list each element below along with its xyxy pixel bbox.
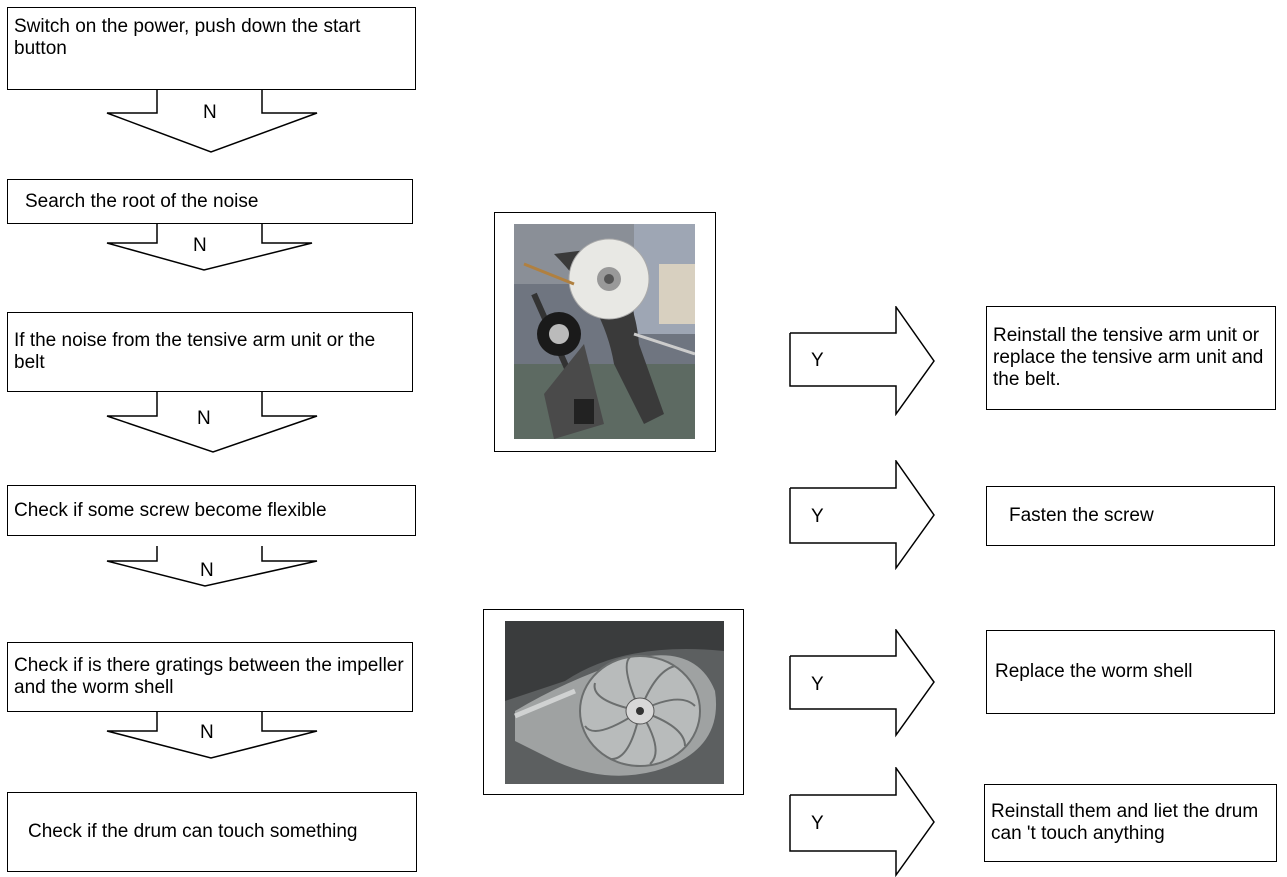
result-box-replace-worm-shell: Replace the worm shell <box>986 630 1275 714</box>
step-text: If the noise from the tensive arm unit o… <box>14 330 376 373</box>
step-box-power: Switch on the power, push down the start… <box>7 7 416 90</box>
no-label: N <box>193 235 207 256</box>
step-box-screw: Check if some screw become flexible <box>7 485 416 536</box>
photo-worm-shell <box>483 609 744 795</box>
tensive-arm-image <box>514 224 695 439</box>
result-text: Fasten the screw <box>1009 505 1154 526</box>
yes-label: Y <box>811 813 824 834</box>
down-arrow-3 <box>106 392 318 453</box>
yes-label: Y <box>811 350 824 371</box>
step-text: Check if the drum can touch something <box>28 821 358 842</box>
step-box-search: Search the root of the noise <box>7 179 413 224</box>
right-arrow-1 <box>789 306 935 416</box>
step-box-drum: Check if the drum can touch something <box>7 792 417 872</box>
result-box-reinstall-arm: Reinstall the tensive arm unit or replac… <box>986 306 1276 410</box>
result-text: Reinstall them and liet the drum can 't … <box>991 801 1259 844</box>
step-text: Switch on the power, push down the start… <box>14 16 361 59</box>
no-label: N <box>197 408 211 429</box>
right-arrow-4 <box>789 767 935 877</box>
result-box-fasten-screw: Fasten the screw <box>986 486 1275 546</box>
down-arrow-1 <box>106 90 318 153</box>
right-arrow-2 <box>789 460 935 570</box>
step-box-gratings: Check if is there gratings between the i… <box>7 642 413 712</box>
step-text: Search the root of the noise <box>25 190 259 212</box>
result-text: Replace the worm shell <box>995 661 1193 682</box>
photo-tensive-arm-unit <box>494 212 716 452</box>
down-arrow-4 <box>106 546 318 587</box>
step-text: Check if some screw become flexible <box>14 499 327 521</box>
step-box-tensive-arm: If the noise from the tensive arm unit o… <box>7 312 413 392</box>
no-label: N <box>200 560 214 581</box>
no-label: N <box>203 102 217 123</box>
step-text: Check if is there gratings between the i… <box>14 655 404 698</box>
impeller-image <box>505 621 724 784</box>
down-arrow-2 <box>106 224 313 271</box>
down-arrow-5 <box>106 712 318 759</box>
yes-label: Y <box>811 674 824 695</box>
result-box-reinstall-drum: Reinstall them and liet the drum can 't … <box>984 784 1277 862</box>
result-text: Reinstall the tensive arm unit or replac… <box>993 325 1264 390</box>
right-arrow-3 <box>789 629 935 738</box>
yes-label: Y <box>811 506 824 527</box>
no-label: N <box>200 722 214 743</box>
